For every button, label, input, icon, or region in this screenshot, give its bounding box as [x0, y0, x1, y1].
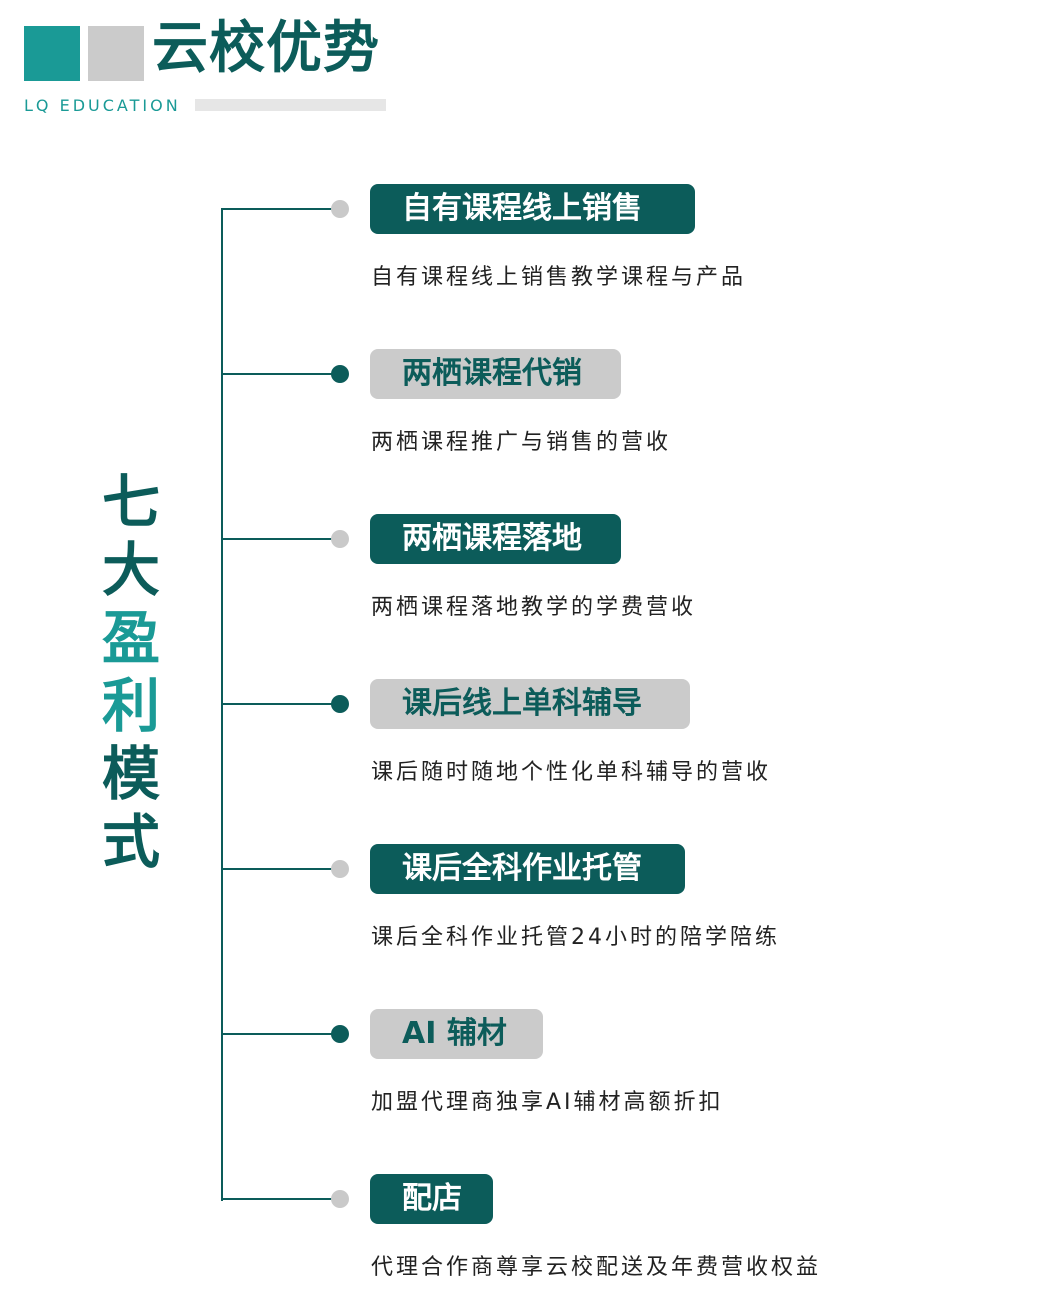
branch-line: [222, 703, 334, 705]
side-title-char: 七: [101, 468, 160, 536]
branch-dot: [331, 1025, 349, 1043]
item-label: 两栖课程落地: [370, 514, 621, 564]
item-label: 自有课程线上销售: [370, 184, 695, 234]
branch-dot: [331, 695, 349, 713]
branch-line: [222, 538, 334, 540]
side-title-char: 模: [101, 740, 160, 808]
item-description: 两栖课程推广与销售的营收: [371, 430, 672, 455]
branch-line: [222, 208, 334, 210]
item-label: 两栖课程代销: [370, 349, 621, 399]
item-label: 课后线上单科辅导: [370, 679, 690, 729]
branch-dot: [331, 365, 349, 383]
branch-line: [222, 373, 334, 375]
branch-dot: [331, 1190, 349, 1208]
branch-line: [222, 868, 334, 870]
item-label: 课后全科作业托管: [370, 844, 685, 894]
branch-dot: [331, 530, 349, 548]
branch-line: [222, 1198, 334, 1200]
header-teal-square: [24, 26, 80, 81]
item-description: 加盟代理商独享AI辅材高额折扣: [371, 1090, 724, 1115]
page-subtitle: LQ EDUCATION: [24, 96, 181, 115]
item-description: 课后随时随地个性化单科辅导的营收: [371, 760, 772, 785]
side-title-char: 利: [101, 672, 160, 740]
item-description: 课后全科作业托管24小时的陪学陪练: [371, 925, 780, 950]
item-description: 代理合作商尊享云校配送及年费营收权益: [371, 1255, 822, 1280]
branch-line: [222, 1033, 334, 1035]
side-title-char: 式: [101, 808, 160, 876]
branch-dot: [331, 200, 349, 218]
page-title: 云校优势: [152, 16, 380, 81]
item-description: 两栖课程落地教学的学费营收: [371, 595, 697, 620]
side-title: 七 大 盈 利 模 式: [96, 468, 166, 876]
subtitle-bar: [195, 99, 386, 111]
header-gray-square: [88, 26, 144, 81]
branch-dot: [331, 860, 349, 878]
side-title-char: 盈: [101, 604, 160, 672]
side-title-char: 大: [101, 536, 160, 604]
item-label: 配店: [370, 1174, 493, 1224]
item-label: AI 辅材: [370, 1009, 543, 1059]
item-description: 自有课程线上销售教学课程与产品: [371, 265, 747, 290]
